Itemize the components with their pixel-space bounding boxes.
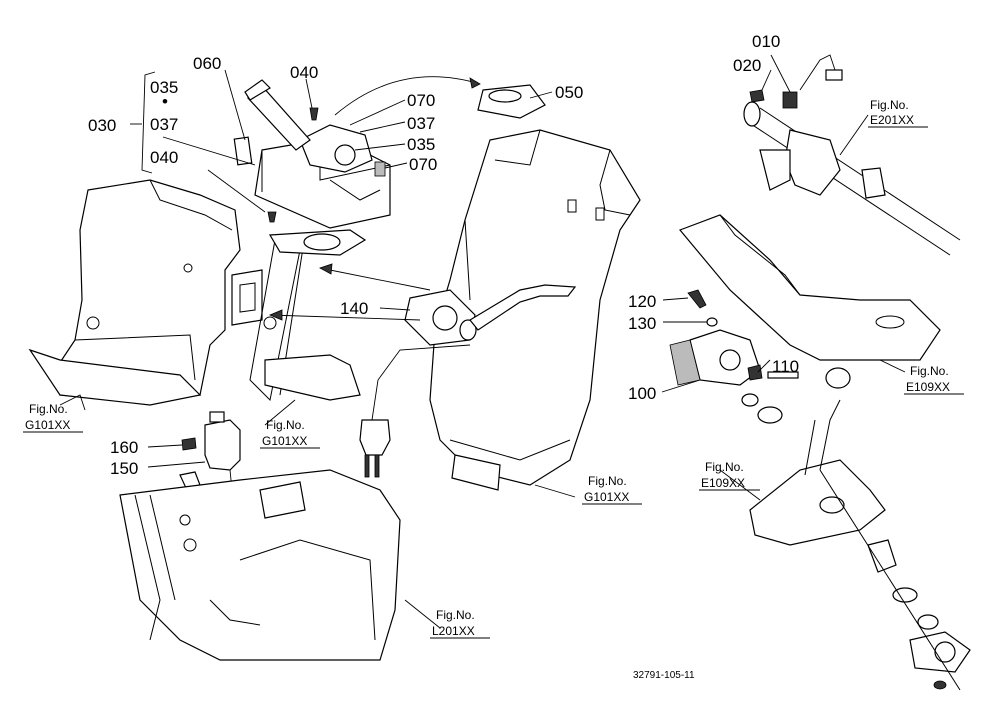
callout-010: 010 [752,32,780,51]
fig-ref-g101-right: G101XX [584,490,629,504]
callout-040-top: 040 [290,63,318,82]
callout-035-right: 035 [407,135,435,154]
lower-floor-panel [119,469,401,661]
fig-ref-g101-center: G101XX [262,434,307,448]
fig-ref-label-e109-right: Fig.No. [910,364,949,378]
drawing-code: 32791-105-11 [633,670,695,681]
callout-070-right: 070 [409,155,437,174]
callout-140: 140 [340,299,368,318]
fig-ref-label-l201: Fig.No. [436,608,475,622]
callout-150: 150 [110,459,138,478]
fig-ref-e201: E201XX [870,113,914,127]
screw-040-upper [309,107,319,121]
callout-110: 110 [772,357,799,376]
washer-130 [706,317,718,327]
fig-ref-label-g101-right: Fig.No. [588,474,627,488]
callout-040-left: 040 [150,148,178,167]
screw-040-lower [267,211,277,223]
fig-ref-e109-left: E109XX [701,476,745,490]
fig-ref-label-g101-center: Fig.No. [266,418,305,432]
fig-ref-e109-right: E109XX [906,380,950,394]
arrowhead-050 [469,77,481,89]
switch-140 [268,263,577,478]
shaft-assembly-e201 [743,54,961,256]
fig-ref-label-g101-left: Fig.No. [29,402,68,416]
arrow-to-050 [334,76,481,116]
callout-070-top: 070 [407,91,435,110]
callout-037-right: 037 [407,114,435,133]
callout-130: 130 [628,314,656,333]
bolt-160 [181,437,197,451]
fig-ref-label-e201: Fig.No. [870,98,909,112]
callout-100: 100 [628,384,656,403]
fig-ref-label-e109-left: Fig.No. [705,460,744,474]
callout-030: 030 [88,116,116,135]
bolt-120 [687,289,707,309]
left-cover-panel [28,179,277,406]
callout-120: 120 [628,292,656,311]
callout-037-left: 037 [150,115,178,134]
callout-020: 020 [733,56,761,75]
combination-switch-assembly [233,79,391,229]
leader-lines [59,54,906,629]
callout-035-top: 035 [150,78,178,97]
fig-ref-l201: L201XX [432,624,475,638]
screw-110 [747,364,763,381]
callout-separator-dot: • [162,92,168,111]
center-column-body [249,229,367,402]
callout-050: 050 [555,83,583,102]
pedal-assembly-e109 [669,214,971,691]
callout-060: 060 [193,54,221,73]
fig-ref-g101-left: G101XX [25,418,70,432]
callout-160: 160 [110,438,138,457]
